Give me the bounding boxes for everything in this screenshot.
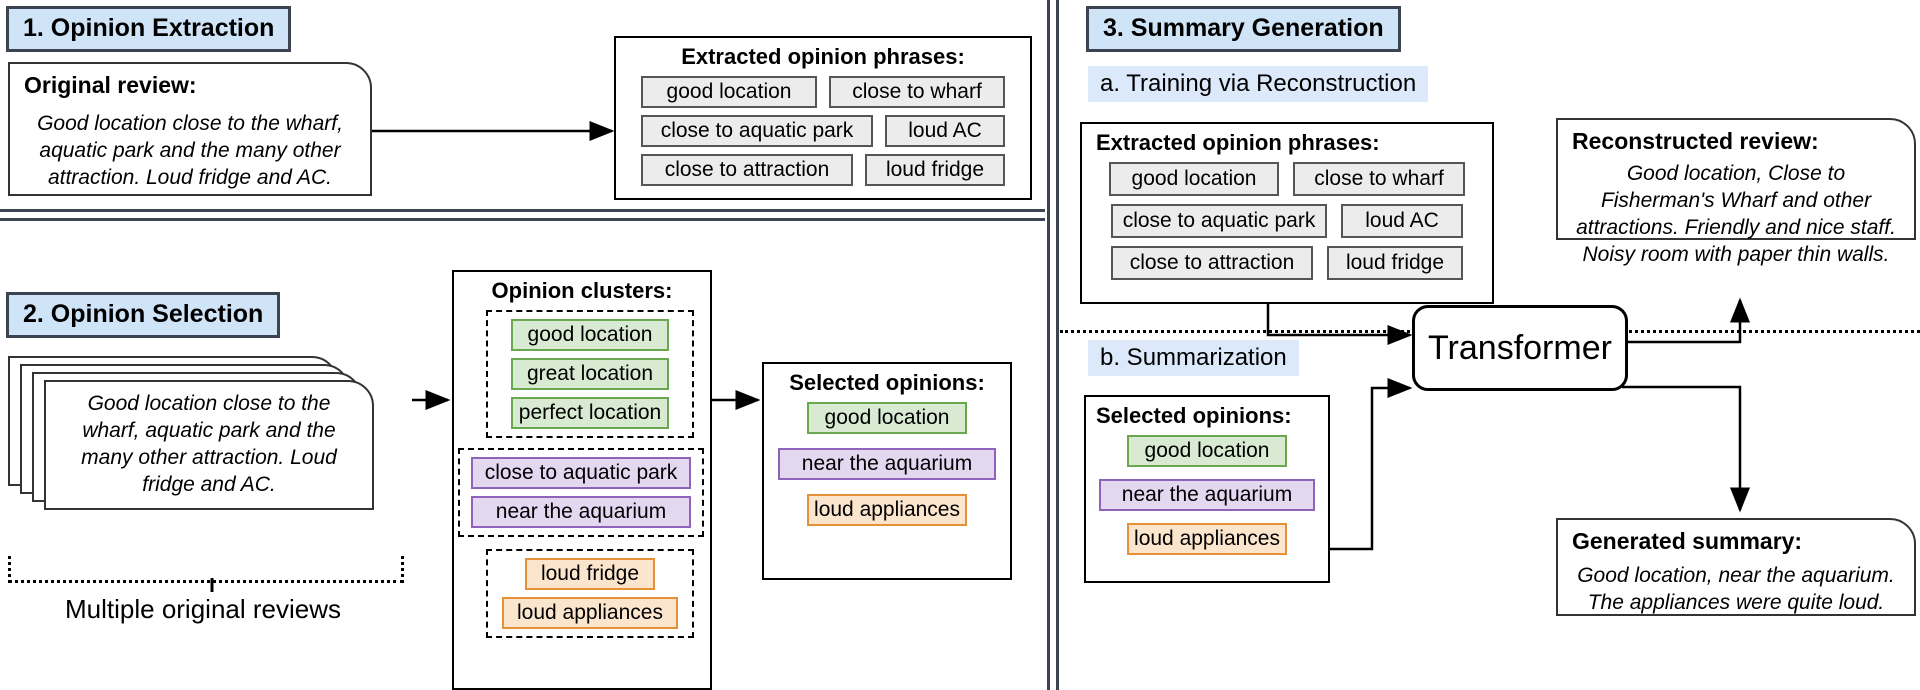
section-header-2: 2. Opinion Selection bbox=[6, 292, 281, 338]
section-header-1: 1. Opinion Extraction bbox=[6, 6, 292, 52]
selected-opinions-panel-3b: Selected opinions: good location near th… bbox=[1084, 395, 1330, 583]
extracted-phrases-panel-3a: Extracted opinion phrases: good location… bbox=[1080, 122, 1494, 304]
cluster-chip[interactable]: near the aquarium bbox=[471, 496, 691, 528]
opinion-clusters-title: Opinion clusters: bbox=[491, 278, 673, 303]
subsection-header-3b: b. Summarization bbox=[1088, 340, 1299, 376]
generated-summary-text: Good location, near the aquarium. The ap… bbox=[1577, 564, 1895, 614]
review-stack-caption: Multiple original reviews bbox=[65, 594, 341, 624]
cluster-group-orange: loud fridge loud appliances bbox=[486, 549, 694, 638]
cluster-chip[interactable]: good location bbox=[511, 319, 669, 351]
phrase-chip[interactable]: close to attraction bbox=[1111, 246, 1313, 280]
selected-opinions-title-2: Selected opinions: bbox=[789, 370, 985, 395]
transformer-box[interactable]: Transformer bbox=[1412, 305, 1628, 391]
phrase-chip[interactable]: loud AC bbox=[1341, 204, 1463, 238]
cluster-group-green: good location great location perfect loc… bbox=[486, 310, 694, 438]
arrow-phrases-to-transformer bbox=[1266, 303, 1413, 345]
transformer-label: Transformer bbox=[1428, 328, 1612, 367]
reconstructed-review-text: Good location, Close to Fisherman's Whar… bbox=[1576, 162, 1896, 266]
phrase-chip[interactable]: close to aquatic park bbox=[1111, 204, 1327, 238]
cluster-chip[interactable]: close to aquatic park bbox=[471, 457, 691, 489]
selected-chip[interactable]: loud appliances bbox=[1127, 523, 1287, 555]
cluster-chip[interactable]: great location bbox=[511, 358, 669, 390]
section-header-3: 3. Summary Generation bbox=[1086, 6, 1401, 52]
extracted-phrases-title-3a: Extracted opinion phrases: bbox=[1096, 130, 1380, 155]
selected-chip[interactable]: near the aquarium bbox=[778, 448, 996, 480]
selected-chip[interactable]: good location bbox=[807, 402, 967, 434]
arrow-transformer-to-summary bbox=[1622, 385, 1750, 513]
phrase-chip[interactable]: loud fridge bbox=[865, 154, 1005, 186]
generated-summary-title: Generated summary: bbox=[1572, 528, 1803, 554]
section-2-label: 2. Opinion Selection bbox=[23, 300, 264, 328]
original-review-text: Good location close to the wharf, aquati… bbox=[37, 112, 343, 189]
phrase-chip[interactable]: loud AC bbox=[885, 115, 1005, 147]
phrase-chip[interactable]: good location bbox=[1109, 162, 1279, 196]
vertical-divider-left bbox=[1047, 0, 1050, 690]
review-stack-brace bbox=[8, 556, 404, 583]
subsection-header-3a: a. Training via Reconstruction bbox=[1088, 66, 1429, 102]
subsection-3a-label: a. Training via Reconstruction bbox=[1100, 70, 1417, 97]
section-3-label: 3. Summary Generation bbox=[1103, 14, 1384, 42]
original-review-title: Original review: bbox=[24, 72, 197, 98]
cluster-chip[interactable]: loud fridge bbox=[525, 558, 655, 590]
selected-opinions-panel-2: Selected opinions: good location near th… bbox=[762, 362, 1012, 580]
selected-chip[interactable]: near the aquarium bbox=[1099, 479, 1315, 511]
section-1-label: 1. Opinion Extraction bbox=[23, 14, 275, 42]
reconstructed-review-card: Reconstructed review: Good location, Clo… bbox=[1556, 118, 1916, 266]
selected-chip[interactable]: good location bbox=[1127, 435, 1287, 467]
review-stack-text: Good location close to the wharf, aquati… bbox=[81, 392, 337, 496]
extracted-phrases-title-1: Extracted opinion phrases: bbox=[681, 44, 965, 69]
cluster-chip[interactable]: perfect location bbox=[511, 397, 669, 429]
phrase-chip[interactable]: close to wharf bbox=[829, 76, 1005, 108]
original-review-card: Original review: Good location close to … bbox=[8, 62, 372, 196]
review-stack-card-front: Good location close to the wharf, aquati… bbox=[44, 380, 374, 510]
phrase-chip[interactable]: close to aquatic park bbox=[641, 115, 873, 147]
phrase-chip[interactable]: good location bbox=[641, 76, 817, 108]
cluster-chip[interactable]: loud appliances bbox=[502, 597, 678, 629]
cluster-group-purple: close to aquatic park near the aquarium bbox=[458, 448, 704, 537]
phrase-chip[interactable]: loud fridge bbox=[1327, 246, 1463, 280]
phrase-chip[interactable]: close to wharf bbox=[1293, 162, 1465, 196]
selected-chip[interactable]: loud appliances bbox=[807, 494, 967, 526]
arrow-selected-to-transformer bbox=[1330, 378, 1413, 551]
phrase-chip[interactable]: close to attraction bbox=[641, 154, 853, 186]
reconstructed-review-title: Reconstructed review: bbox=[1572, 128, 1819, 154]
generated-summary-card: Generated summary: Good location, near t… bbox=[1556, 518, 1916, 616]
vertical-divider-right bbox=[1056, 0, 1059, 690]
horizontal-divider-bottom bbox=[0, 218, 1045, 221]
arrow-transformer-to-reconstructed bbox=[1622, 297, 1750, 344]
opinion-clusters-panel: Opinion clusters: good location great lo… bbox=[452, 270, 712, 690]
selected-opinions-title-3b: Selected opinions: bbox=[1096, 403, 1292, 428]
horizontal-divider-top bbox=[0, 209, 1045, 212]
subsection-3b-label: b. Summarization bbox=[1100, 344, 1287, 371]
extracted-phrases-panel-1: Extracted opinion phrases: good location… bbox=[614, 36, 1032, 200]
